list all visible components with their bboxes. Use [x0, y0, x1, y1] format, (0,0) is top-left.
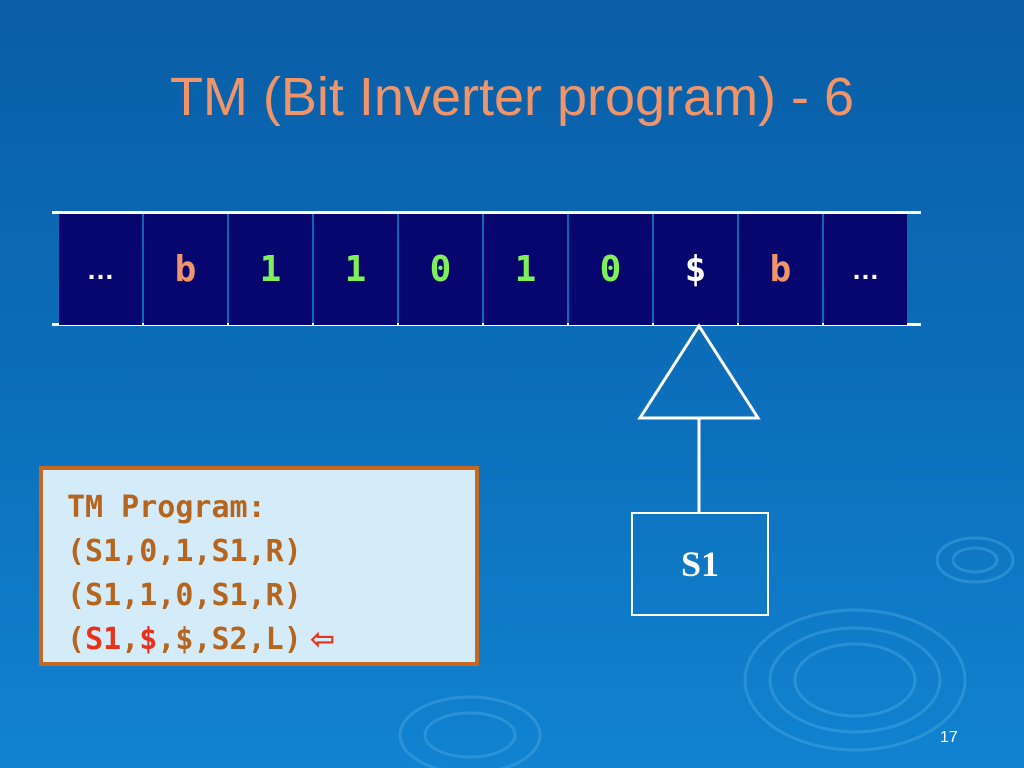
rule-paren: ( [67, 622, 86, 657]
tape-cell: b [739, 214, 822, 325]
tape-cell: 1 [484, 214, 567, 325]
program-rule: (S1,0,1,S1,R) [67, 534, 302, 569]
program-heading: TM Program: [67, 490, 266, 525]
tape-cell: 1 [229, 214, 312, 325]
left-arrow-icon: ⇦ [309, 622, 335, 657]
tape-symbol: … [851, 253, 880, 285]
tape-cell: 1 [314, 214, 397, 325]
tape-symbol: 0 [429, 249, 452, 290]
tape-symbol: 1 [344, 249, 367, 290]
rule-state-highlight: S1 [85, 622, 122, 657]
tape-symbol: $ [684, 249, 707, 290]
tape-cell: … [824, 214, 907, 325]
program-rule-current: (S1,$,$,S2,L)⇦ [67, 618, 475, 662]
tape-cell-head-position: $ [654, 214, 737, 325]
tape-symbol: … [86, 253, 115, 285]
turing-machine-tape: … b 1 1 0 1 0 $ b … [59, 214, 907, 325]
tape-symbol: b [769, 249, 792, 290]
program-box: TM Program: (S1,0,1,S1,R) (S1,1,0,S1,R) … [39, 466, 479, 666]
rule-separator: , [121, 622, 140, 657]
tape-symbol: b [174, 249, 197, 290]
slide-title: TM (Bit Inverter program) - 6 [169, 67, 855, 127]
page-number: 17 [940, 729, 958, 746]
state-box: S1 [631, 512, 769, 616]
tape-cell: b [144, 214, 227, 325]
tape-top-border [52, 211, 921, 214]
head-triangle-icon [637, 323, 761, 420]
tape-cell: 0 [399, 214, 482, 325]
program-rule: (S1,1,0,S1,R) [67, 578, 302, 613]
tape-symbol: 0 [599, 249, 622, 290]
rule-rest: ,$,S2,L) [157, 622, 302, 657]
tape-symbol: 1 [259, 249, 282, 290]
rule-read-highlight: $ [139, 622, 158, 657]
tape-cell: 0 [569, 214, 652, 325]
tape-cell: … [59, 214, 142, 325]
tape-symbol: 1 [514, 249, 537, 290]
